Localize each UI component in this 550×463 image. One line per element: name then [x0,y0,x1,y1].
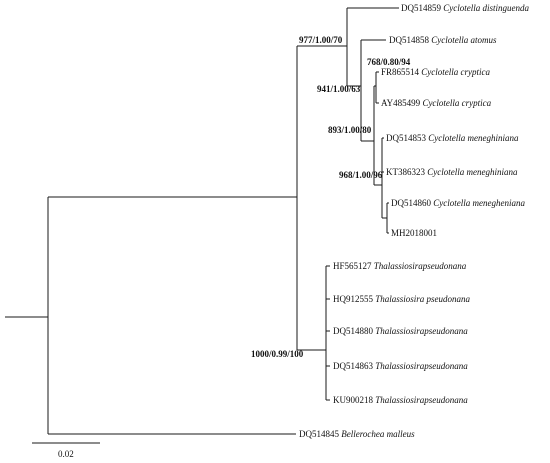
leaf-fr865514: FR865514 Cyclotella cryptica [381,67,490,77]
support-768: 768/0.80/94 [367,57,411,67]
support-values: 977/1.00/70 768/0.80/94 941/1.00/63 893/… [251,35,411,359]
support-968: 968/1.00/96 [339,170,383,180]
leaf-dq514859: DQ514859 Cyclotella distinguenda [401,3,529,13]
leaf-dq514860: DQ514860 Cyclotella menegheniana [391,198,525,208]
support-1000: 1000/0.99/100 [251,349,304,359]
leaf-ku900218: KU900218 Thalassiosirapseudonana [333,395,468,405]
leaf-dq514880: DQ514880 Thalassiosirapseudonana [333,326,468,336]
support-893: 893/1.00/80 [328,125,372,135]
branches [5,7,399,435]
leaf-kt386323: KT386323 Cyclotella meneghiniana [386,167,518,177]
leaf-dq514858: DQ514858 Cyclotella atomus [389,35,497,45]
support-977: 977/1.00/70 [299,35,343,45]
support-941: 941/1.00/63 [317,84,361,94]
scale-bar-label: 0.02 [58,449,74,459]
leaf-hf565127: HF565127 Thalassiosirapseudonana [333,261,467,271]
leaf-mh2018001: MH2018001 [391,228,437,238]
leaf-dq514853: DQ514853 Cyclotella meneghiniana [386,133,519,143]
leaf-labels: DQ514859 Cyclotella distinguenda DQ51485… [299,3,529,439]
leaf-hq912555: HQ912555 Thalassiosira pseudonana [333,294,471,304]
leaf-dq514845: DQ514845 Bellerochea malleus [299,429,415,439]
leaf-ay485499: AY485499 Cyclotella cryptica [381,98,492,108]
scale-bar: 0.02 [32,442,100,459]
leaf-dq514863: DQ514863 Thalassiosirapseudonana [333,361,468,371]
